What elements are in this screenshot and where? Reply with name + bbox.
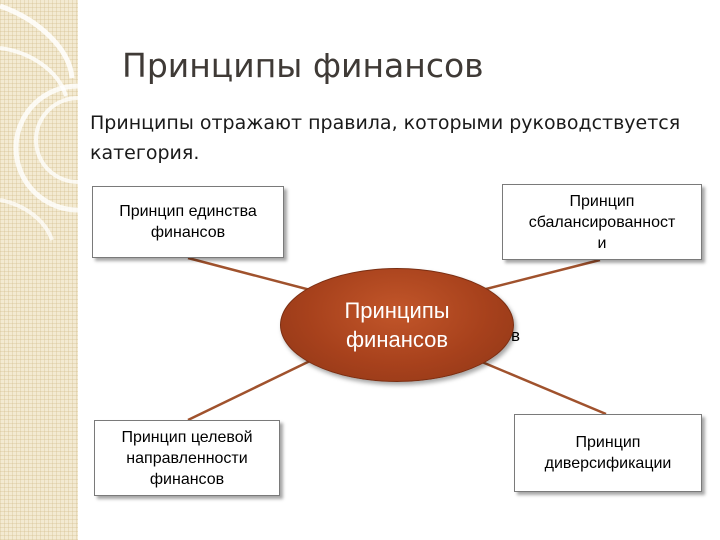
principle-diversification-line2: диверсификации [544, 455, 672, 472]
principle-balance-line3: и [597, 234, 607, 252]
decorative-circles [0, 3, 78, 241]
stray-glyph: в [511, 326, 521, 345]
principle-unity-line1: Принцип единства [119, 203, 257, 220]
intro-text: Принципы отражают правила, которыми руко… [90, 112, 681, 164]
principle-target-box: Принцип целевой направленности финансов [94, 420, 280, 496]
principle-diversification-box: Принцип диверсификации [514, 414, 702, 492]
principle-diversification-line1: Принцип [575, 434, 641, 451]
principle-unity-line2: финансов [150, 224, 226, 241]
principle-balance-box: Принцип сбалансированност и [502, 184, 702, 260]
connector-diversification [481, 360, 607, 416]
center-label-line2: финансов [345, 327, 449, 352]
slide-title: Принципы финансов [122, 46, 484, 85]
connector-target [187, 358, 313, 422]
principle-target-line1: Принцип целевой [121, 428, 253, 446]
center-ellipse: Принципы финансов [280, 268, 514, 382]
connector-balance [481, 258, 601, 292]
connector-unity [187, 256, 319, 294]
principle-balance-line2: сбалансированност [528, 213, 676, 231]
center-label-line1: Принципы [344, 298, 450, 323]
principle-balance-line1: Принцип [569, 192, 635, 210]
principle-target-line2: направленности [126, 449, 248, 467]
principle-unity-box: Принцип единства финансов [92, 186, 284, 258]
principle-target-line3: финансов [149, 470, 225, 488]
